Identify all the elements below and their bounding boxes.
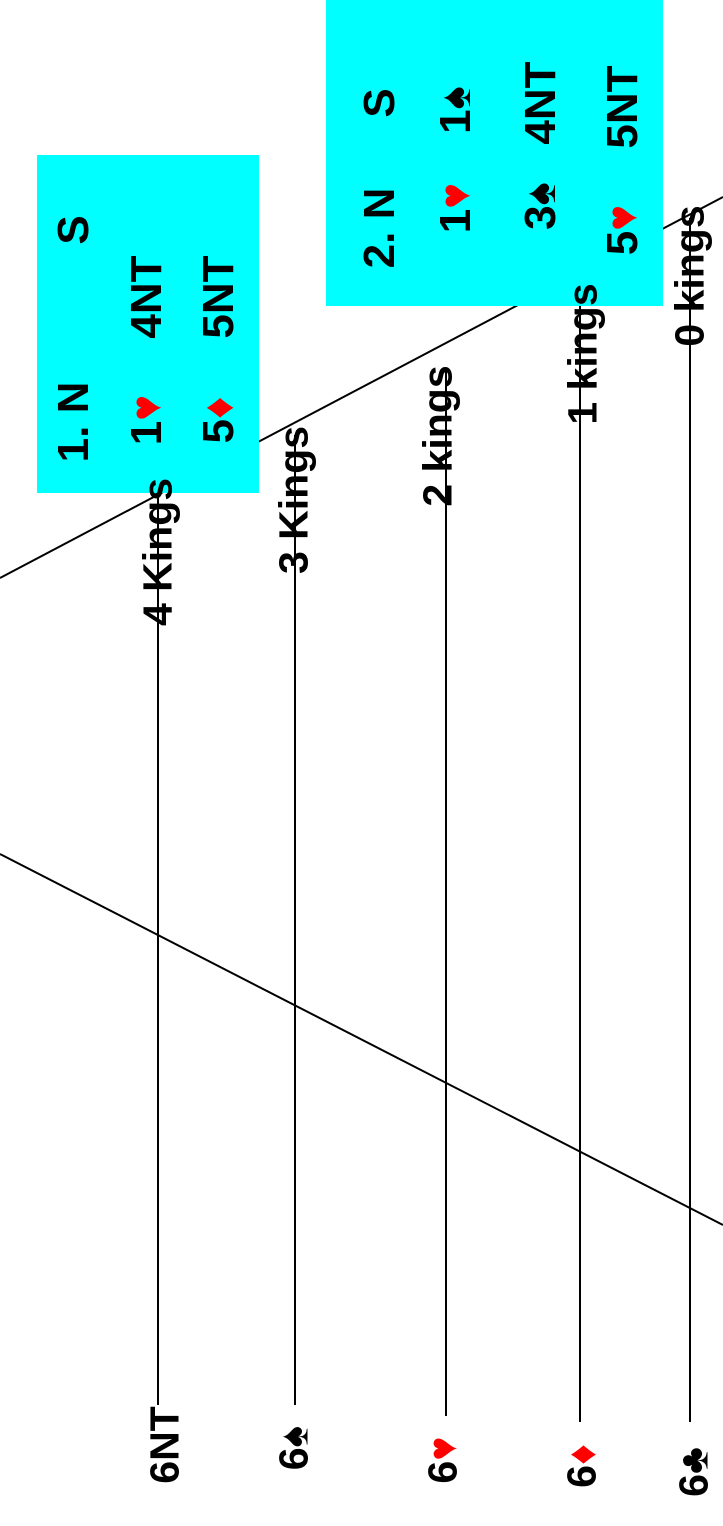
diamond-icon: ♦ <box>194 396 243 419</box>
kings-label-1: 1 kings <box>559 283 606 425</box>
box1-row2-south: 5NT <box>194 255 243 339</box>
box2-row3-south: 5NT <box>598 65 647 149</box>
box2-header-south: S <box>355 88 404 118</box>
contract-6-hearts: 6♥ <box>419 1436 466 1484</box>
heart-icon: ♥ <box>122 394 171 421</box>
box1-header-north: 1. N <box>49 381 98 463</box>
box1-row1-north: 1♥ <box>122 394 171 446</box>
contract-6-diamonds: 6♦ <box>558 1444 605 1488</box>
heart-icon: ♥ <box>419 1436 466 1461</box>
kings-label-3: 3 Kings <box>270 425 317 575</box>
spade-icon: ♠ <box>270 1425 317 1448</box>
box2-row1-north: 1♥ <box>431 182 480 234</box>
contract-6-spades: 6♠ <box>270 1425 317 1471</box>
box2-header-north: 2. N <box>355 187 404 269</box>
heart-icon: ♥ <box>431 182 480 209</box>
box1-row2-north: 5♦ <box>194 396 243 444</box>
boundary-line-lower <box>0 853 723 1226</box>
box1-header-south: S <box>49 215 98 245</box>
contract-6nt: 6NT <box>141 1406 188 1484</box>
box1-row1-south: 4NT <box>122 255 171 339</box>
box2-row2-south: 4NT <box>516 61 565 145</box>
heart-icon: ♥ <box>598 204 647 231</box>
contract-6-clubs: 6♣ <box>670 1447 717 1497</box>
box2-row3-north: 5♥ <box>598 204 647 256</box>
auction-box-2 <box>326 0 663 306</box>
kings-label-2: 2 kings <box>414 365 461 507</box>
box2-row1-south: 1♠ <box>431 86 480 134</box>
club-icon: ♣ <box>670 1447 717 1475</box>
spade-icon: ♠ <box>431 86 480 110</box>
box2-row2-north: 3♠ <box>516 182 565 230</box>
kings-label-4: 4 Kings <box>134 477 181 627</box>
spade-icon: ♠ <box>516 182 565 206</box>
kings-label-0: 0 kings <box>666 205 713 347</box>
diamond-icon: ♦ <box>558 1444 605 1466</box>
auction-box-1 <box>37 155 259 493</box>
